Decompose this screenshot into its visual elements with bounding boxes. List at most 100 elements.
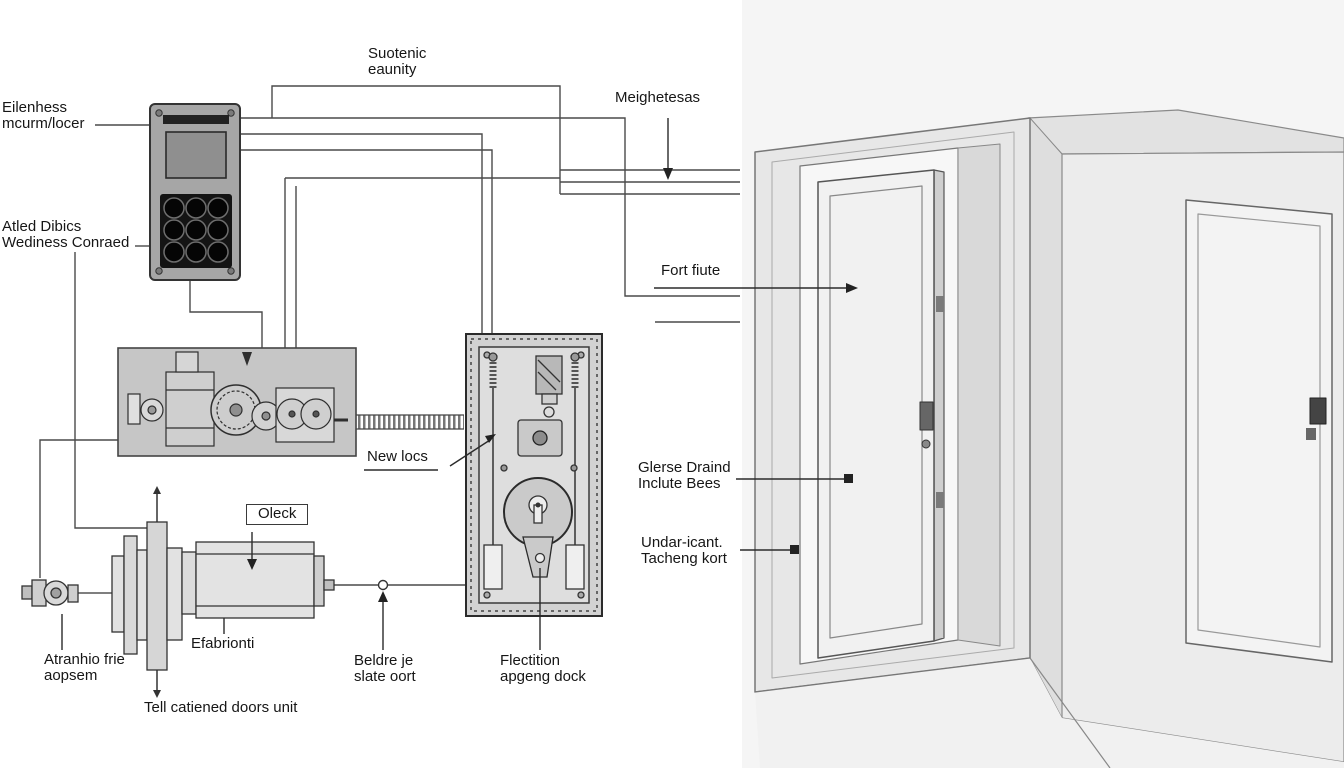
keypad-button[interactable] (163, 219, 185, 241)
annotations (61, 118, 858, 650)
solenoid-hatch (537, 359, 561, 383)
keypad-button[interactable] (163, 241, 185, 263)
keypad-screw (155, 267, 163, 275)
slate-port-arrowhead (378, 591, 388, 602)
lock-solenoid (535, 355, 563, 418)
label-fabrication: Efabrionti (191, 635, 255, 652)
slider-block-left (483, 544, 503, 590)
gearbox-pointer (242, 352, 252, 366)
keypad-button[interactable] (207, 241, 229, 263)
spring-top-pin (488, 352, 498, 362)
flange-plate-2 (123, 535, 138, 655)
flange-plate-4 (146, 521, 168, 671)
open-door-lock-hardware (919, 401, 934, 431)
wire-keypad-to-lock-1 (240, 133, 483, 338)
keypad-button[interactable] (163, 197, 185, 219)
shaft-joint (377, 579, 389, 591)
lock-pin (570, 464, 578, 472)
keypad-button[interactable] (185, 197, 207, 219)
open-door-inner-panel (829, 185, 923, 639)
label-electric-dock: Flectition apgeng dock (500, 652, 586, 685)
keypad-screen (165, 131, 227, 179)
open-door-edge (933, 169, 945, 642)
motor-body (195, 541, 315, 619)
doorway-frame-line (771, 131, 1015, 679)
keypad-screw (155, 109, 163, 117)
new-lock-arrow-line (449, 439, 491, 467)
wire-keypad-bottom (189, 280, 263, 350)
room-isometric (742, 0, 1344, 768)
label-caption: Tell catiened doors unit (144, 699, 298, 716)
room-floor (755, 658, 1344, 768)
cam-tail-pin (534, 552, 546, 564)
lock-plate-perforation (470, 338, 598, 612)
keyhole-slot (533, 504, 543, 524)
flange-plate-5 (166, 547, 183, 641)
label-wired-control: Atled Dibics Wediness Conraed (2, 218, 130, 251)
gear-large-hub (229, 403, 243, 417)
open-door (817, 169, 945, 659)
open-door-knob (921, 439, 931, 449)
gearbox-roller-hub (147, 405, 157, 415)
clock-arrowhead (247, 559, 257, 570)
door-hinge-top (936, 296, 944, 312)
pulley-right-hub (312, 410, 320, 418)
label-clock: Oleck (246, 504, 309, 525)
flange-plate-1 (111, 555, 125, 633)
label-slate-port: Beldre je slate oort (354, 652, 416, 685)
lock-cam (503, 477, 573, 578)
threaded-shaft (348, 414, 464, 430)
label-new-lock: New locs (367, 448, 428, 465)
cam-pivot (535, 502, 541, 508)
motor-neck (181, 551, 197, 615)
label-control-unit: Eilenhess mcurm/locer (2, 99, 85, 132)
wiring (39, 85, 740, 586)
keypad-button[interactable] (207, 197, 229, 219)
keypad-button[interactable] (185, 241, 207, 263)
keypad-screw (227, 109, 235, 117)
right-door-latch (1306, 428, 1316, 440)
wire-keypad-to-lock-2 (240, 149, 493, 338)
right-door-inner-panel (1197, 213, 1321, 648)
door-side-marker (844, 474, 853, 483)
floor-edge-1 (754, 657, 1031, 693)
label-door-side: Glerse Draind Inclute Bees (638, 459, 731, 492)
right-wall-door (1185, 199, 1333, 663)
room-corner-strip (1029, 117, 1063, 719)
coupler-flange (67, 584, 79, 603)
wire-left-drop (74, 252, 148, 529)
lock-mid-hub (532, 430, 548, 446)
gearbox-assembly (117, 347, 357, 457)
door-hinge-bottom (936, 492, 944, 508)
lock-screw (577, 591, 585, 599)
coupler-end (21, 585, 33, 600)
keypad-screw (227, 267, 235, 275)
lock-pin (500, 464, 508, 472)
lock-spring-left (483, 352, 503, 590)
solenoid-foot (541, 393, 558, 405)
lock-plate (465, 333, 603, 617)
door-jamb-reveal (957, 143, 1001, 647)
motor-end-cap (313, 555, 325, 607)
motor-assembly (21, 486, 335, 698)
solenoid-pin (543, 406, 555, 418)
label-under-cant: Undar-icant. Tacheng kort (641, 534, 727, 567)
label-system-unit: Suotenic eaunity (368, 45, 427, 78)
keypad-unit (149, 103, 241, 281)
label-front-note: Fort fiute (661, 262, 721, 279)
wire-top-loop (271, 85, 561, 194)
front-note-arrowhead (846, 283, 858, 293)
slider-block-right (565, 544, 585, 590)
lock-screw (483, 591, 491, 599)
new-lock-arrowhead (485, 434, 496, 443)
grease-pin-bottom-tip (153, 690, 161, 698)
floor-edge-2 (1029, 657, 1111, 768)
keypad-button[interactable] (185, 219, 207, 241)
spring-top-pin (570, 352, 580, 362)
keypad-button[interactable] (207, 219, 229, 241)
pulley-left-hub (288, 410, 296, 418)
solenoid-hatch (537, 371, 557, 391)
label-actuator: Atranhio frie aopsem (44, 651, 125, 684)
coupler-hub (50, 587, 62, 599)
